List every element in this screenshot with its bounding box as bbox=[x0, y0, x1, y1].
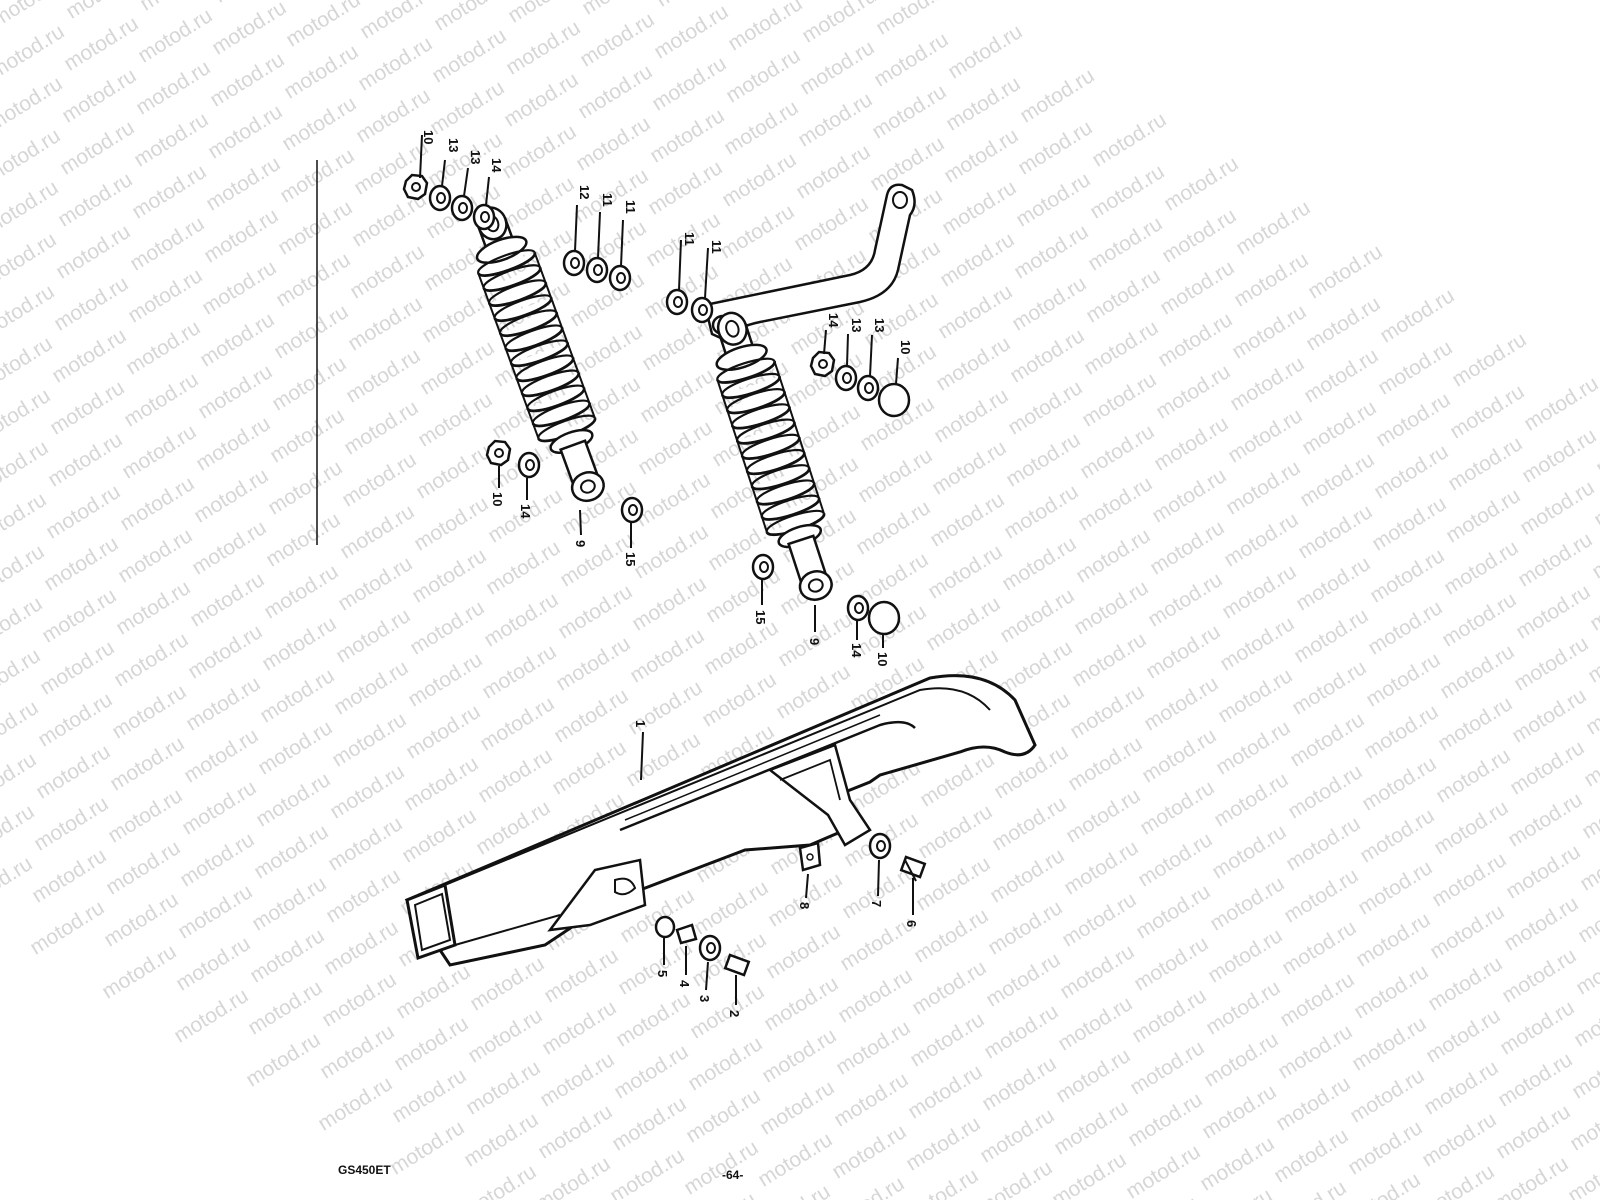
callout-10: 10 bbox=[490, 492, 505, 506]
bolt bbox=[899, 855, 927, 915]
callout-13: 13 bbox=[872, 318, 887, 332]
callout-14: 14 bbox=[826, 313, 841, 328]
model-code: GS450ET bbox=[338, 1163, 391, 1177]
callout-11: 11 bbox=[623, 200, 638, 214]
callout-12: 12 bbox=[577, 185, 592, 199]
rear-shock-absorber-right bbox=[713, 311, 833, 601]
callout-15: 15 bbox=[753, 610, 768, 624]
left-bottom-hardware bbox=[485, 439, 644, 548]
chain-case bbox=[404, 674, 1037, 967]
nut bbox=[877, 382, 911, 418]
callout-11: 11 bbox=[709, 240, 724, 254]
callout-3: 3 bbox=[697, 995, 712, 1002]
callout-11: 11 bbox=[600, 193, 615, 207]
callout-9: 9 bbox=[807, 638, 822, 645]
callout-9: 9 bbox=[573, 540, 588, 547]
callout-14: 14 bbox=[849, 643, 864, 658]
spring-coils bbox=[713, 352, 828, 541]
callout-4: 4 bbox=[677, 980, 692, 988]
callout-7: 7 bbox=[869, 900, 884, 907]
page-number: -64- bbox=[722, 1168, 744, 1182]
callout-labels: 10 13 13 14 12 11 11 11 11 14 13 13 10 1… bbox=[421, 130, 919, 1017]
right-top-hardware bbox=[809, 329, 911, 418]
callout-10: 10 bbox=[875, 652, 890, 666]
callout-6: 6 bbox=[904, 920, 919, 927]
callout-11: 11 bbox=[682, 232, 697, 246]
callout-10: 10 bbox=[898, 340, 913, 354]
mounting-bracket bbox=[665, 183, 916, 342]
callout-14: 14 bbox=[489, 158, 504, 173]
callout-2: 2 bbox=[727, 1010, 742, 1017]
grommet bbox=[654, 915, 676, 939]
right-bottom-hardware bbox=[751, 553, 901, 648]
left-top-hardware bbox=[402, 134, 632, 292]
callout-14: 14 bbox=[518, 504, 533, 519]
callout-1: 1 bbox=[633, 720, 648, 727]
callout-13: 13 bbox=[849, 318, 864, 332]
spacer bbox=[675, 923, 698, 945]
rear-shock-absorber-left bbox=[474, 206, 605, 503]
chain-case-fasteners bbox=[654, 832, 927, 1005]
callout-5: 5 bbox=[655, 970, 670, 977]
bolt bbox=[723, 953, 751, 1005]
callout-13: 13 bbox=[446, 138, 461, 152]
nut bbox=[867, 600, 901, 636]
callout-8: 8 bbox=[797, 902, 812, 909]
spring-coils bbox=[474, 244, 599, 448]
callout-10: 10 bbox=[421, 130, 436, 144]
callout-13: 13 bbox=[468, 150, 483, 164]
callout-15: 15 bbox=[623, 552, 638, 566]
